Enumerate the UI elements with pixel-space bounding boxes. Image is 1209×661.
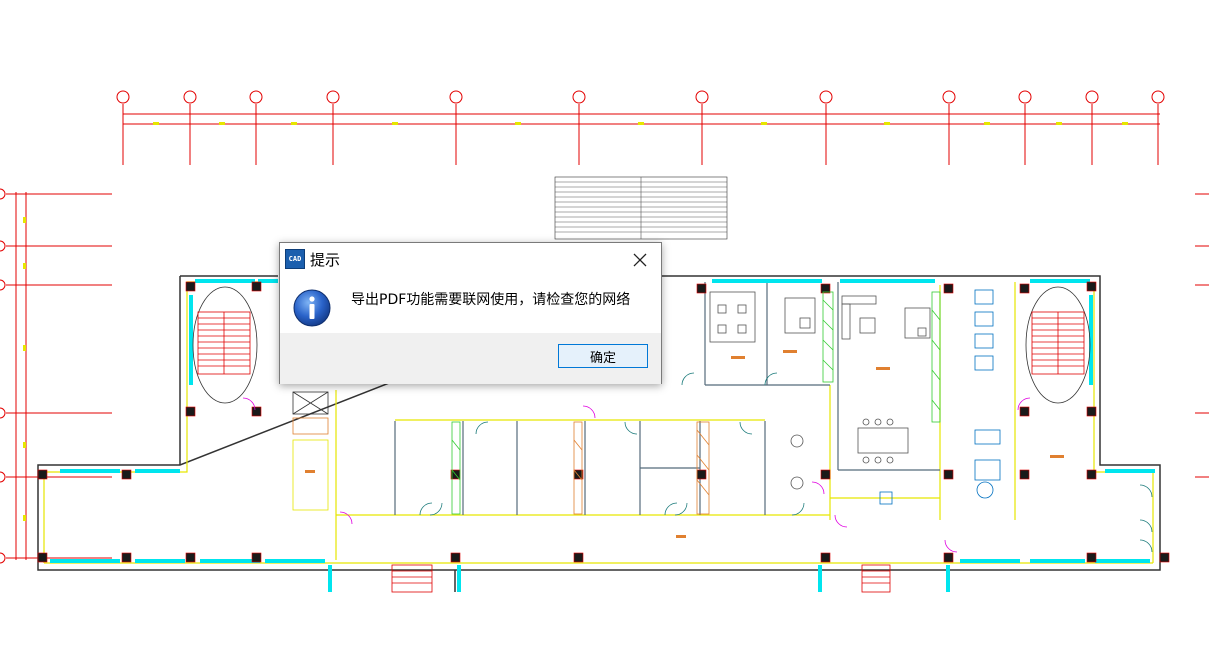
dimension-marks [153,122,1128,125]
stair-bottom [391,564,891,593]
stair-right [1025,286,1091,404]
app-logo-icon: CAD [285,249,305,269]
roof-canopy [554,176,728,240]
close-icon[interactable] [629,249,651,271]
furniture [709,291,931,490]
dialog-message: 导出PDF功能需要联网使用，请检查您的网络 [351,292,631,308]
elevator-shaft [292,391,329,511]
dialog-title: 提示 [310,251,341,269]
axis-grid-right [1195,193,1209,478]
axis-grid-left [0,188,112,564]
left-dimension-marks [23,217,26,521]
dialog-body: 导出PDF功能需要联网使用，请检查您的网络 [280,275,661,333]
stair-left [192,286,258,404]
axis-grid-top [116,90,1165,165]
room-partitions [394,282,940,515]
restroom-fixtures [879,289,1001,505]
alert-dialog: CAD 提示 导出PDF功能需要联网使用，请检查您的网络 确定 [279,242,662,384]
door-swings [242,397,1031,553]
info-icon [293,289,331,327]
room-tags [305,350,1064,538]
structural-columns [37,281,1170,563]
hatch-partitions-orange [573,421,710,515]
windows-cyan [50,279,1155,592]
door-swings-teal [419,372,1153,553]
dialog-footer: 确定 [280,333,661,384]
hatch-partitions [451,291,941,515]
ok-button[interactable]: 确定 [558,344,648,368]
dialog-titlebar[interactable]: CAD 提示 [280,243,661,275]
